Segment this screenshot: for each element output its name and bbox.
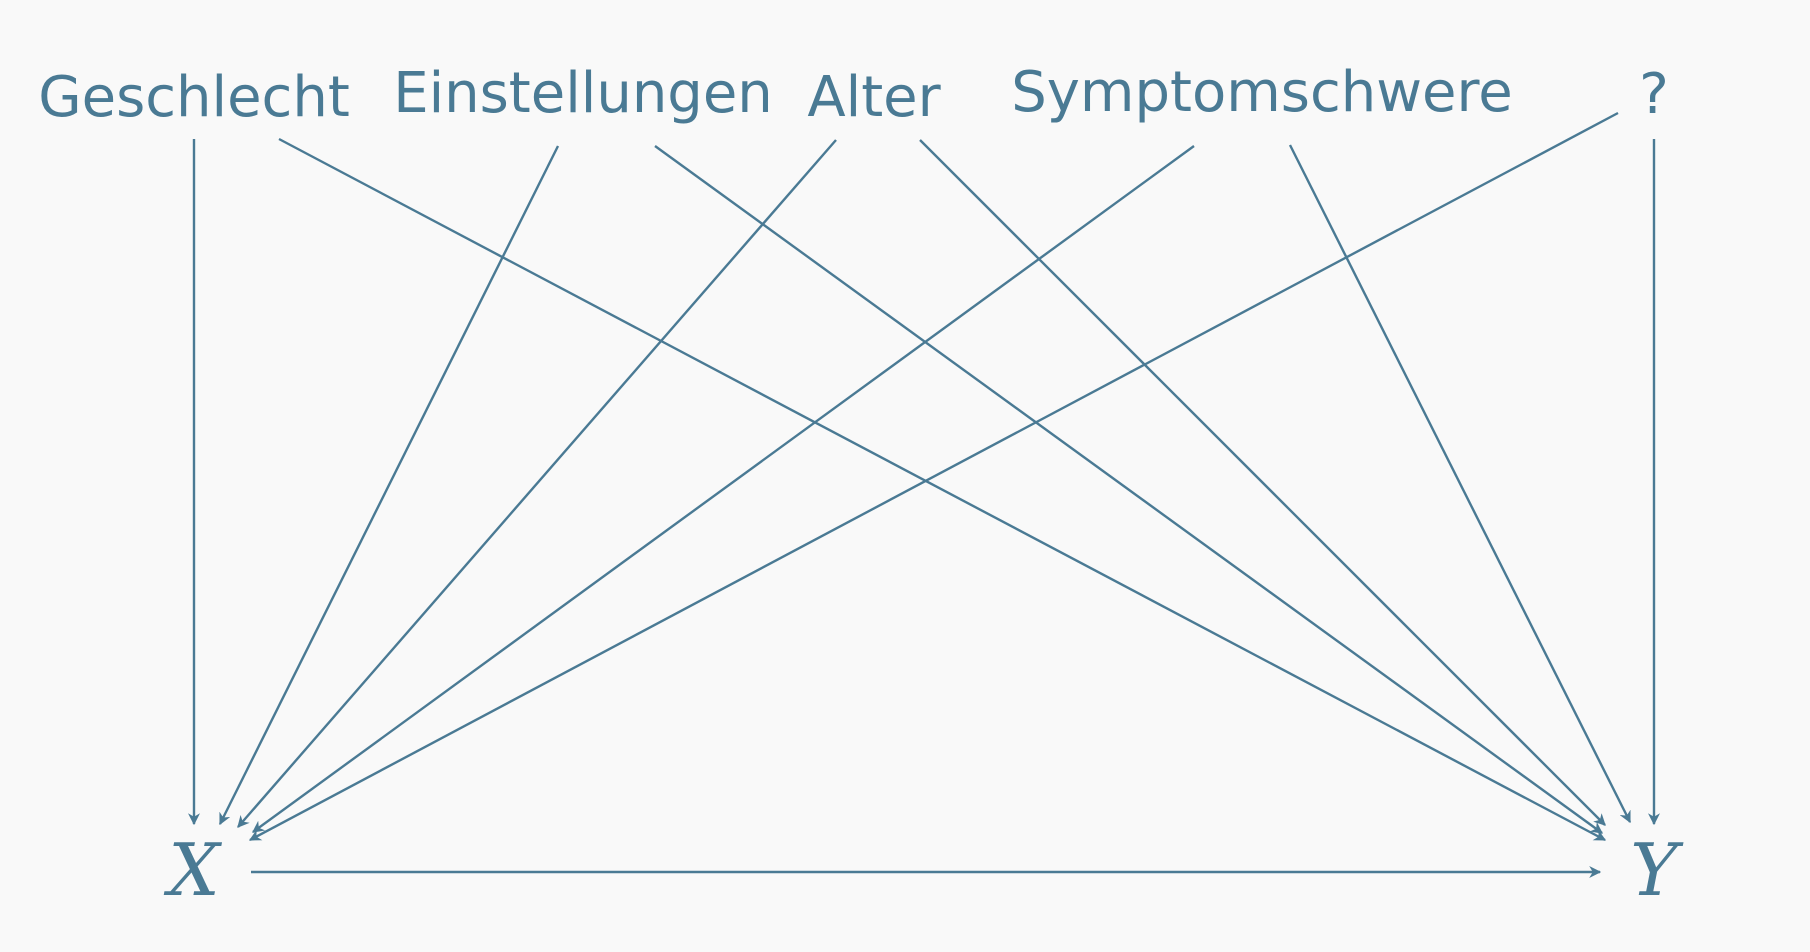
edge-symptomschwere-x xyxy=(252,145,1195,833)
node-symptomschwere: Symptomschwere xyxy=(1011,60,1513,125)
edge-unknown-x xyxy=(248,111,1619,842)
edge-geschlecht-y xyxy=(278,137,1607,842)
edge-symptomschwere-y xyxy=(1288,144,1632,824)
node-y: Y xyxy=(1630,828,1684,912)
edge-alter-x xyxy=(237,139,837,828)
node-unknown: ? xyxy=(1639,62,1669,127)
node-einstellungen: Einstellungen xyxy=(393,61,773,126)
edge-einstellungen-y xyxy=(654,145,1603,834)
node-geschlecht: Geschlecht xyxy=(38,65,350,130)
node-x: X xyxy=(163,828,222,912)
edge-alter-y xyxy=(919,139,1606,826)
node-alter: Alter xyxy=(807,65,941,130)
edge-einstellungen-x xyxy=(218,145,560,826)
